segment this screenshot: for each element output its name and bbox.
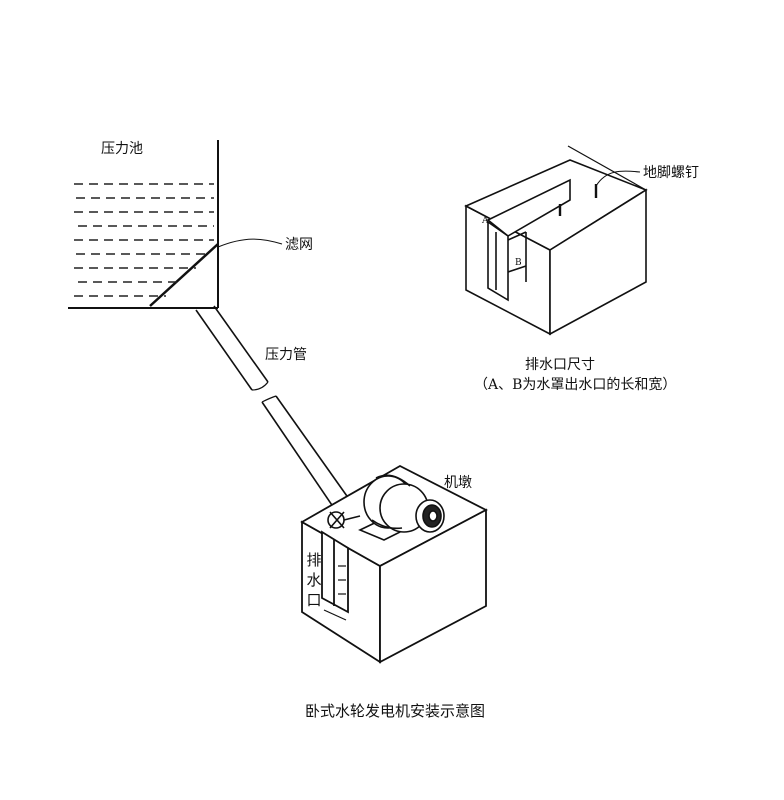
penstock-label: 压力管 — [265, 347, 307, 363]
water-dashes — [74, 183, 214, 297]
machine-pier-label: 机墩 — [444, 475, 472, 491]
filter-screen-label: 滤网 — [285, 237, 313, 253]
mark-b: B — [515, 258, 522, 268]
anchor-bolt-label: 地脚螺钉 — [643, 165, 699, 181]
outlet-size-label: 排水口尺寸 — [525, 357, 595, 373]
tailrace-label: 排 水 口 — [305, 550, 323, 610]
diagram-caption: 卧式水轮发电机安装示意图 — [305, 702, 486, 720]
pressure-pool-label: 压力池 — [101, 141, 143, 157]
tailrace-char-3: 口 — [306, 591, 322, 609]
filter-leader — [217, 238, 283, 248]
tailrace-char-1: 排 — [306, 551, 322, 569]
turbine-generator — [327, 474, 445, 541]
penstock — [195, 305, 355, 515]
tailrace-char-2: 水 — [306, 571, 322, 589]
outlet-box — [464, 145, 648, 336]
pressure-pool — [68, 140, 283, 309]
outlet-note-label: （A、B为水罩出水口的长和宽） — [474, 377, 677, 393]
mark-a: A — [482, 216, 489, 226]
filter-screen — [149, 243, 219, 307]
